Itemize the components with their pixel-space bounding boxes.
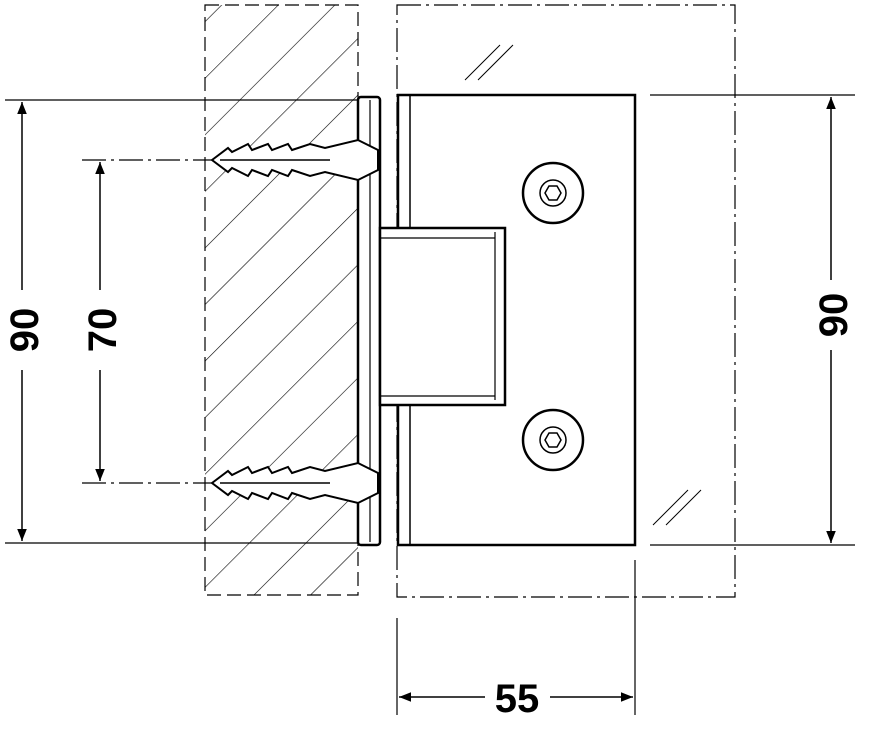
dimension-label-70: 70: [81, 308, 125, 353]
dimension-label-55: 55: [495, 677, 540, 721]
dimension-right-90: 90: [812, 97, 856, 543]
dimension-label-right-90: 90: [812, 293, 856, 338]
dimension-left-90: 90: [3, 102, 47, 541]
dimension-bottom-55: 55: [399, 677, 633, 721]
extension-lines: [5, 94, 855, 715]
wall-anchor-bottom: [210, 461, 379, 505]
wall-section: [204, 4, 359, 596]
hex-bolt-top: [521, 161, 585, 225]
hinge-body: [356, 93, 637, 547]
wall-anchor-top: [210, 138, 379, 182]
dimension-screw-spacing-70: 70: [81, 162, 125, 481]
hex-bolt-bottom: [521, 408, 585, 472]
dimension-label-left-90: 90: [3, 308, 47, 353]
